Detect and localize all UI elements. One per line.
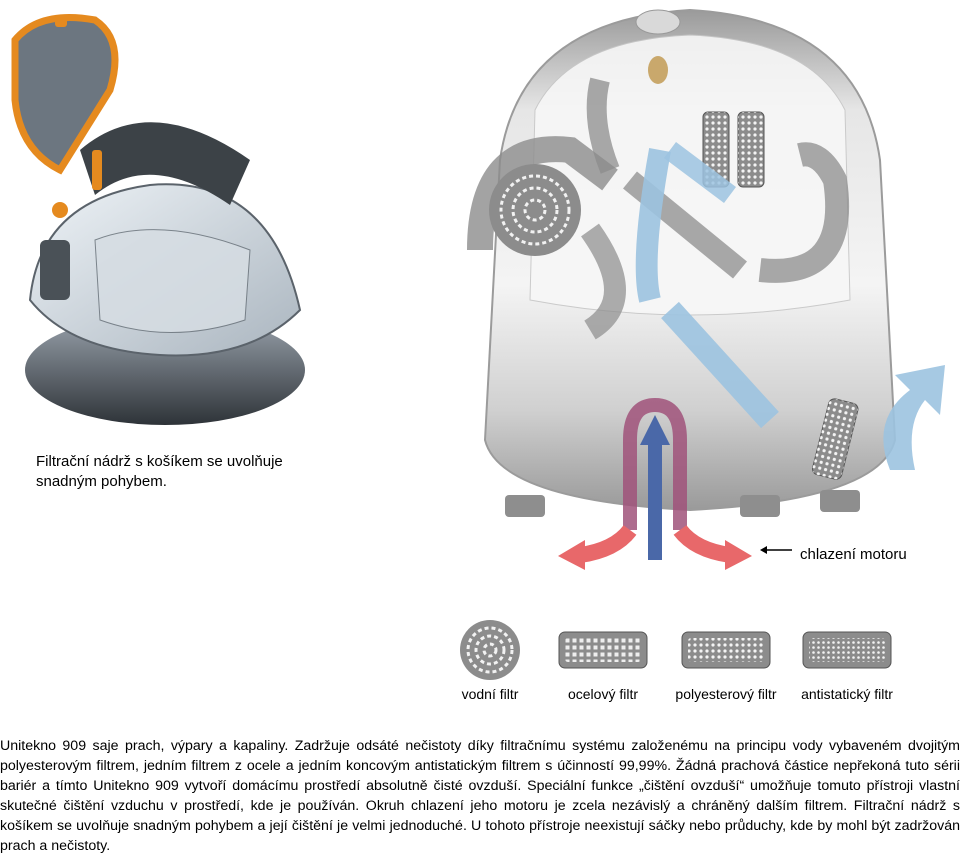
water-filter-icon [460, 620, 520, 680]
legend-label: vodní filtr [461, 686, 519, 702]
legend-label: ocelový filtr [567, 686, 639, 702]
antistatic-filter-icon [802, 631, 892, 669]
legend-antistatic-filter: antistatický filtr [782, 618, 912, 718]
steel-filter-icon [558, 631, 648, 669]
polyester-filter-icon [681, 631, 771, 669]
vacuum-tank-photo [0, 0, 320, 440]
description-paragraph: Unitekno 909 saje prach, výpary a kapali… [0, 738, 960, 854]
arrow-left-icon [758, 540, 794, 560]
legend-polyester-filter: polyesterový filtr [661, 618, 791, 718]
filtration-diagram [440, 0, 960, 610]
legend-water-filter: vodní filtr [425, 618, 555, 718]
legend-label: polyesterový filtr [675, 686, 777, 702]
cooling-label: chlazení motoru [800, 546, 907, 563]
legend-steel-filter: ocelový filtr [538, 618, 668, 718]
photo-caption: Filtrační nádrž s košíkem se uvolňuje sn… [36, 453, 283, 490]
legend-label: antistatický filtr [801, 686, 893, 702]
